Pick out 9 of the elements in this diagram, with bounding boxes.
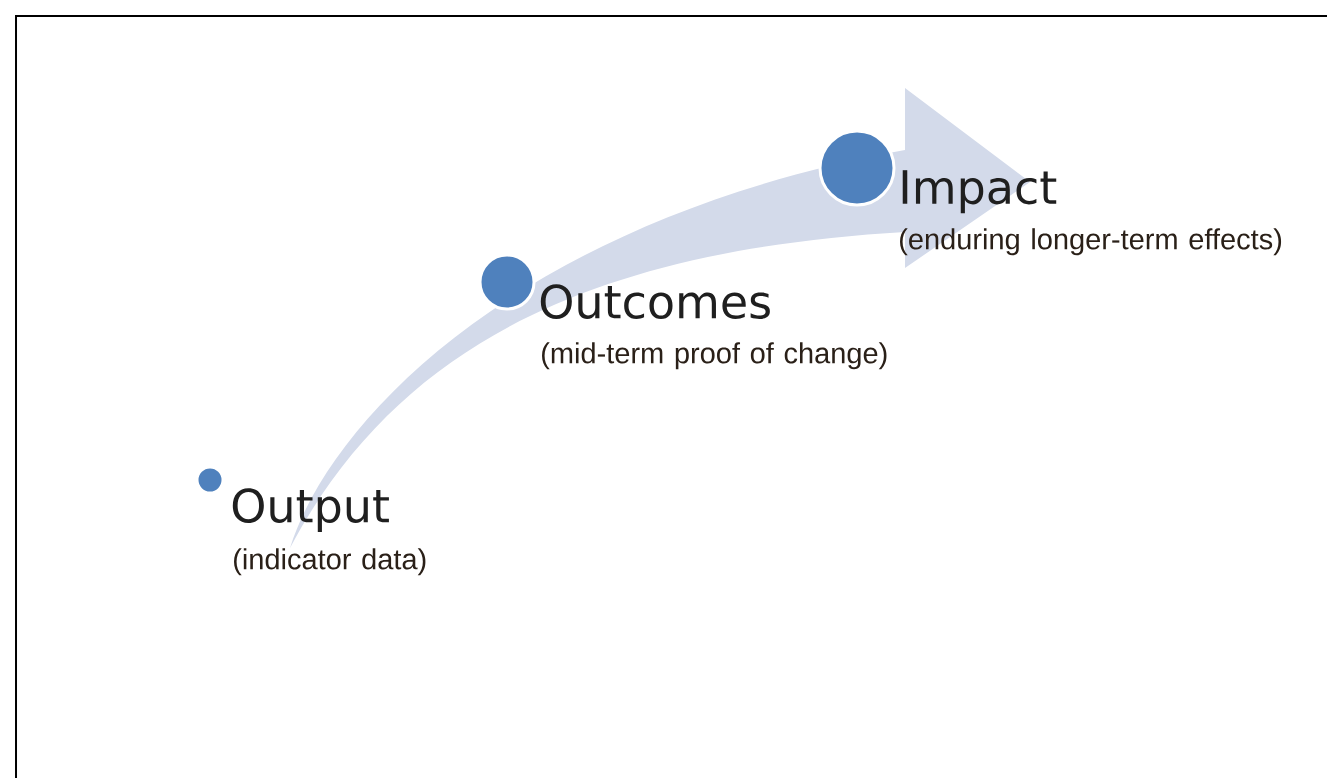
stage-description: (mid-term proof of change) — [542, 342, 887, 370]
stage-heading: Impact — [902, 170, 1057, 214]
stage-description: (enduring longer-term effects) — [900, 228, 1282, 256]
stage-heading: Outcomes — [540, 284, 770, 319]
dot — [195, 465, 225, 495]
stage-description: (indicator data) — [234, 548, 426, 576]
dot — [478, 253, 536, 311]
dot — [818, 129, 896, 207]
stage-heading: Output — [232, 488, 389, 532]
